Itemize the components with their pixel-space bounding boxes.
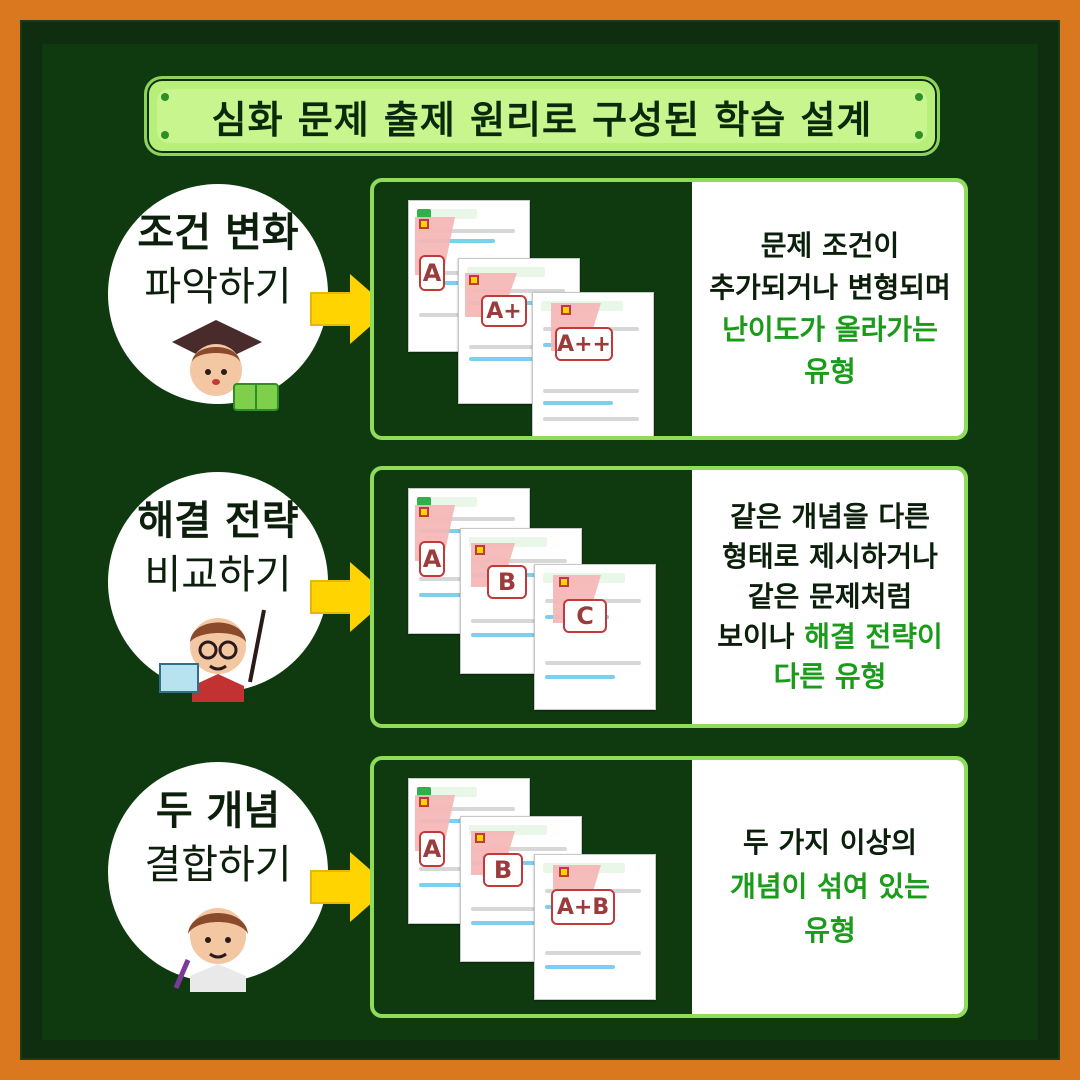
label-tag: C xyxy=(563,599,607,633)
corner-dot-icon xyxy=(161,131,169,139)
row-condition-change: 조건 변화 파악하기 xyxy=(0,178,1080,440)
corner-dot-icon xyxy=(915,131,923,139)
student-boy-icon xyxy=(173,908,248,992)
desc-line-highlight: 해결 전략이 xyxy=(804,620,943,654)
desc-line: 형태로 제시하거나 xyxy=(722,539,938,573)
teacher-boy-icon xyxy=(159,609,266,702)
label-tag: B xyxy=(487,565,527,599)
label-tag: A xyxy=(419,831,445,867)
heading-bold: 조건 변화 xyxy=(137,210,299,256)
desc-line-highlight: 유형 xyxy=(804,914,856,948)
description-panel: 문제 조건이 추가되거나 변형되며 난이도가 올라가는 유형 xyxy=(692,182,964,436)
label-tag: A+ xyxy=(481,295,527,327)
worksheet-page: A+B xyxy=(534,854,656,1000)
corner-dot-icon xyxy=(915,93,923,101)
desc-line: 같은 문제처럼 xyxy=(747,579,913,613)
worksheet-pages: A B xyxy=(408,488,668,718)
example-card: A B xyxy=(370,466,968,728)
description-panel: 두 가지 이상의 개념이 섞여 있는 유형 xyxy=(692,760,964,1014)
heading-light: 결합하기 xyxy=(144,842,292,888)
graduation-girl-icon xyxy=(172,320,279,411)
desc-line: 추가되거나 변형되며 xyxy=(709,270,951,304)
label-tag: A xyxy=(419,255,445,291)
example-card: A A+ xyxy=(370,178,968,440)
worksheet-pages: A B xyxy=(408,778,668,1008)
example-card: A B xyxy=(370,756,968,1018)
label-tag: A+B xyxy=(551,889,615,925)
heading-bold: 두 개념 xyxy=(155,788,281,834)
row-concept-combine: 두 개념 결합하기 xyxy=(0,756,1080,1018)
worksheet-pages: A A+ xyxy=(408,200,668,436)
desc-line-highlight: 다른 유형 xyxy=(773,660,887,694)
description-panel: 같은 개념을 다른 형태로 제시하거나 같은 문제처럼 보이나 해결 전략이 다… xyxy=(692,470,964,724)
title-banner: 심화 문제 출제 원리로 구성된 학습 설계 xyxy=(144,76,940,156)
heading-light: 파악하기 xyxy=(144,264,292,310)
label-tag: A xyxy=(419,541,445,577)
desc-line-highlight: 난이도가 올라가는 xyxy=(722,313,938,346)
row-strategy-compare: 해결 전략 비교하기 xyxy=(0,466,1080,728)
label-tag: B xyxy=(483,853,523,887)
heading-circle: 해결 전략 비교하기 xyxy=(108,472,328,702)
desc-line: 같은 개념을 다른 xyxy=(730,499,930,533)
heading-bold: 해결 전략 xyxy=(137,498,299,544)
desc-line: 두 가지 이상의 xyxy=(742,825,918,859)
corner-dot-icon xyxy=(161,93,169,101)
heading-circle: 두 개념 결합하기 xyxy=(108,762,328,992)
worksheet-page: A++ xyxy=(532,292,654,436)
desc-line-highlight: 유형 xyxy=(804,355,856,389)
desc-line: 문제 조건이 xyxy=(760,228,900,262)
desc-line-highlight: 개념이 섞여 있는 xyxy=(730,869,930,903)
label-tag: A++ xyxy=(555,327,613,361)
heading-circle: 조건 변화 파악하기 xyxy=(108,184,328,411)
heading-light: 비교하기 xyxy=(144,552,292,598)
desc-line-prefix: 보이나 xyxy=(717,620,805,654)
desc-line-mixed: 보이나 해결 전략이 xyxy=(717,620,943,654)
worksheet-page: C xyxy=(534,564,656,710)
page-title: 심화 문제 출제 원리로 구성된 학습 설계 xyxy=(211,97,873,142)
